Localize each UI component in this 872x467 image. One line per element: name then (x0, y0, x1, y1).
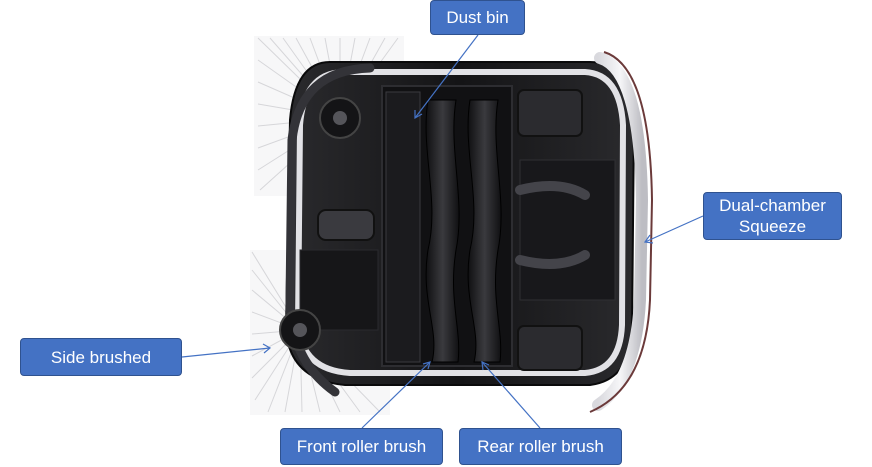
front-roller-brush-label: Front roller brush (280, 428, 443, 465)
front-roller-brush-shape (425, 99, 460, 363)
dual-chamber-squeeze-label: Dual-chamber Squeeze (703, 192, 842, 240)
dust-bin-frame (385, 91, 421, 363)
leader-rear-roller-arrow (481, 361, 490, 371)
leader-front-roller-arrow (422, 361, 431, 370)
leader-dual-chamber-arrow (643, 234, 654, 244)
leader-dual-chamber (644, 215, 704, 243)
side-brushed-label: Side brushed (20, 338, 182, 376)
bumper-left (285, 63, 375, 397)
leader-front-roller (361, 361, 431, 429)
squeeze-assembly (519, 159, 616, 301)
side-brush-bottom (279, 309, 321, 351)
rear-roller-brush-shape (467, 99, 502, 363)
leader-dust-bin (414, 34, 479, 119)
leader-rear-roller (481, 361, 541, 429)
rear-roller-brush-label: Rear roller brush (459, 428, 622, 465)
leader-dust-bin-arrow (414, 110, 423, 120)
leader-side-brushed (181, 347, 271, 358)
dust-bin-label: Dust bin (430, 0, 525, 35)
tube-connector (515, 181, 590, 269)
caster-wheel (317, 209, 375, 241)
drive-wheel-top (517, 89, 583, 137)
leader-side-brushed-arrow (262, 343, 272, 354)
side-brush-top (319, 97, 361, 139)
squeeze-rim-edge (589, 51, 654, 413)
drive-wheel-bottom (517, 325, 583, 371)
leader-lines (181, 34, 704, 429)
squeeze-rim (592, 52, 649, 411)
